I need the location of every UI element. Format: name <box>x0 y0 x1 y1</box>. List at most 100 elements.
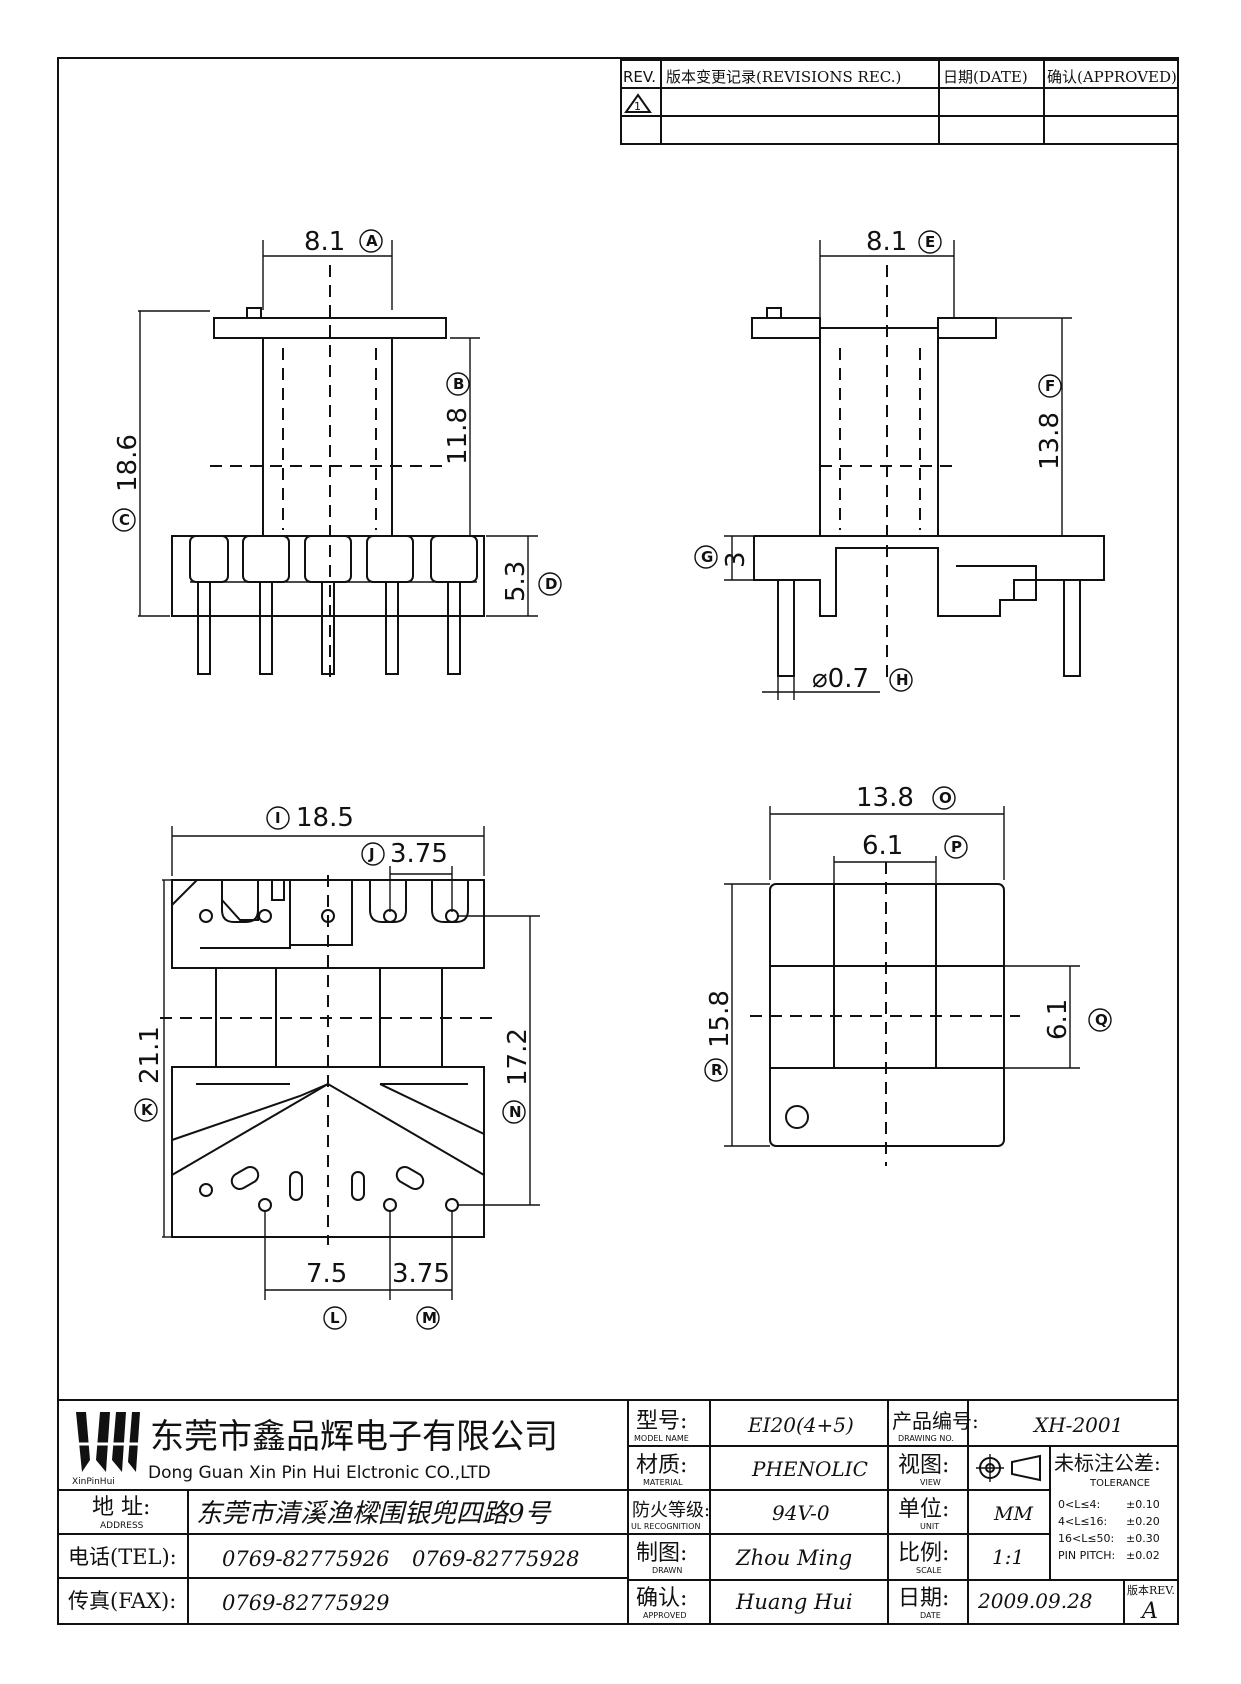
dim-P-label: P <box>944 835 968 859</box>
svg-text:N: N <box>509 1103 522 1121</box>
drawn-label: 制图: <box>636 1541 687 1566</box>
dim-C-value: 18.6 <box>113 434 143 492</box>
svg-text:R: R <box>711 1061 723 1079</box>
dim-G-label: G <box>694 545 718 569</box>
dim-Q-label: Q <box>1088 1008 1112 1032</box>
tel-2-value: 0769-82775928 <box>412 1547 579 1571</box>
tolerance-value-3: ±0.30 <box>1126 1532 1160 1545</box>
date-label-en: DATE <box>920 1611 941 1620</box>
svg-text:C: C <box>119 511 130 529</box>
svg-text:E: E <box>925 233 935 251</box>
ul-value: 94V-0 <box>772 1501 830 1525</box>
unit-label: 单位: <box>898 1497 949 1522</box>
company-name-en: Dong Guan Xin Pin Hui Elctronic CO.,LTD <box>148 1463 491 1483</box>
scale-value: 1:1 <box>992 1545 1024 1569</box>
dim-H-value: ⌀0.7 <box>812 664 869 694</box>
rev-value: A <box>1140 1599 1158 1624</box>
tolerance-value-1: ±0.10 <box>1126 1498 1160 1511</box>
svg-text:I: I <box>275 809 281 827</box>
material-label-en: MATERIAL <box>643 1478 683 1487</box>
svg-text:O: O <box>939 789 952 807</box>
fax-value: 0769-82775929 <box>222 1591 389 1615</box>
projection-symbol-icon <box>976 1454 1041 1482</box>
dim-I-value: 18.5 <box>296 803 354 833</box>
dim-Q-value: 6.1 <box>1043 999 1073 1040</box>
approved-label: 确认: <box>636 1586 687 1611</box>
dim-M-value: 3.75 <box>392 1259 450 1289</box>
drawing-no-value: XH-2001 <box>1032 1413 1123 1437</box>
svg-text:J: J <box>368 845 375 863</box>
dim-B-label: B <box>446 372 470 396</box>
dim-L-label: L <box>323 1306 347 1330</box>
svg-text:1: 1 <box>634 100 641 113</box>
address-label: 地 址: <box>92 1495 150 1520</box>
material-value: PHENOLIC <box>751 1457 868 1481</box>
svg-text:H: H <box>896 671 909 689</box>
drawing-no-label: 产品编号: <box>892 1409 979 1433</box>
dim-E-label: E <box>918 230 942 254</box>
dim-J-value: 3.75 <box>390 839 448 869</box>
tolerance-title-en: TOLERANCE <box>1089 1478 1150 1489</box>
dim-L-value: 7.5 <box>306 1259 347 1289</box>
dim-I-label: I <box>266 806 290 830</box>
dim-C-label: C <box>112 508 136 532</box>
dim-P-value: 6.1 <box>862 831 903 861</box>
title-block <box>57 1399 1179 1625</box>
address-value: 东莞市清溪渔樑围银兜四路9号 <box>196 1499 553 1529</box>
dim-D-value: 5.3 <box>501 561 531 602</box>
approved-label-en: APPROVED <box>643 1611 687 1620</box>
material-label: 材质: <box>636 1453 687 1478</box>
svg-text:P: P <box>951 838 962 856</box>
svg-text:A: A <box>366 232 378 250</box>
rev-triangle-icon: 1 <box>624 93 652 113</box>
company-logo-icon: XinPinHui <box>72 1412 140 1487</box>
scale-label-en: SCALE <box>916 1566 942 1575</box>
dim-J-label: J <box>361 842 385 866</box>
svg-text:D: D <box>545 575 557 593</box>
front-view <box>138 240 538 680</box>
dim-E-value: 8.1 <box>866 227 907 257</box>
top-view <box>724 806 1080 1166</box>
tolerance-title: 未标注公差: <box>1054 1451 1161 1475</box>
tolerance-value-2: ±0.20 <box>1126 1515 1160 1528</box>
tolerance-range-2: 4<L≤16: <box>1058 1515 1107 1528</box>
fax-label: 传真(FAX): <box>68 1589 176 1613</box>
svg-text:K: K <box>141 1101 154 1119</box>
svg-text:B: B <box>453 375 464 393</box>
approved-value: Huang Hui <box>735 1590 853 1614</box>
dim-D-label: D <box>538 572 562 596</box>
drawn-value: Zhou Ming <box>735 1546 852 1570</box>
dim-G-value: 3 <box>721 551 751 568</box>
dim-O-value: 13.8 <box>856 783 914 813</box>
tolerance-range-1: 0<L≤4: <box>1058 1498 1100 1511</box>
ul-label: 防火等级: <box>632 1500 710 1521</box>
svg-text:L: L <box>330 1309 340 1327</box>
model-value: EI20(4+5) <box>747 1413 854 1437</box>
date-header: 日期(DATE) <box>943 68 1028 86</box>
dim-O-label: O <box>932 786 956 810</box>
svg-text:XinPinHui: XinPinHui <box>72 1477 115 1487</box>
dim-B-value: 11.8 <box>443 407 473 465</box>
dim-R-value: 15.8 <box>705 990 735 1048</box>
drawing-no-label-en: DRAWING NO. <box>898 1434 954 1443</box>
svg-text:F: F <box>1045 377 1055 395</box>
tolerance-range-3: 16<L≤50: <box>1058 1532 1114 1545</box>
view-label: 视图: <box>898 1453 949 1478</box>
unit-value: MM <box>993 1503 1033 1525</box>
view-label-en: VIEW <box>920 1478 941 1487</box>
tel-1-value: 0769-82775926 <box>222 1547 389 1571</box>
svg-text:G: G <box>701 548 713 566</box>
company-name-cn: 东莞市鑫品辉电子有限公司 <box>150 1417 558 1457</box>
side-view <box>724 240 1105 700</box>
revisions-header: 版本变更记录(REVISIONS REC.) <box>666 68 901 86</box>
ul-label-en: UL RECOGNITION <box>631 1522 700 1531</box>
rev-header: REV. <box>623 68 656 86</box>
address-label-en: ADDRESS <box>100 1521 144 1531</box>
model-label: 型号: <box>636 1409 687 1434</box>
scale-label: 比例: <box>898 1541 949 1566</box>
dim-M-label: M <box>416 1306 440 1330</box>
svg-text:Q: Q <box>1095 1011 1108 1029</box>
svg-text:M: M <box>422 1309 437 1327</box>
tolerance-range-4: PIN PITCH: <box>1058 1549 1115 1562</box>
